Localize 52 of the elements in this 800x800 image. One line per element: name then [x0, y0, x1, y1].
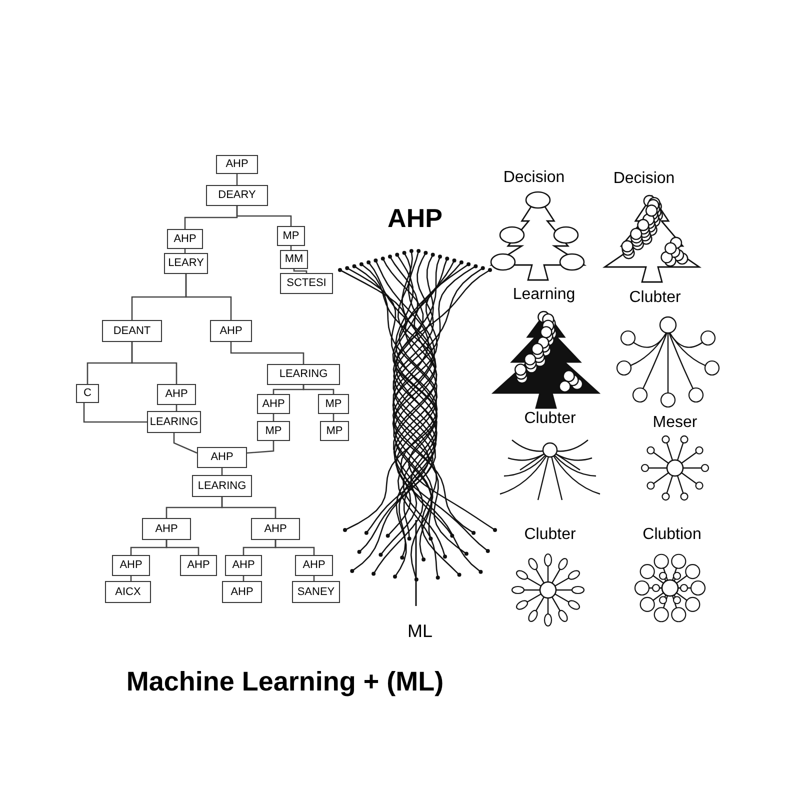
connector-line — [131, 342, 178, 384]
label-box: AHP — [210, 320, 252, 342]
label-box: LEARING — [267, 364, 340, 385]
connector-line — [230, 342, 304, 364]
label-box: DEARY — [206, 185, 268, 206]
label-box: LEARING — [147, 411, 201, 433]
connector-line — [185, 274, 232, 320]
connector-line — [173, 433, 198, 454]
text-label: ML — [408, 622, 432, 640]
label-box: AHP — [216, 155, 258, 174]
label-box: AHP — [142, 518, 191, 540]
connector-line — [236, 174, 238, 185]
label-box: AHP — [112, 555, 150, 576]
connector-line — [274, 540, 315, 555]
connector-line — [302, 385, 334, 394]
label-box: AHP — [257, 394, 290, 414]
label-box: SANEY — [292, 581, 340, 603]
connector-line — [293, 269, 308, 273]
label-box: AHP — [167, 229, 203, 249]
text-label: AHP — [388, 205, 442, 231]
text-label: Learning — [512, 287, 576, 303]
text-label: Clubtion — [642, 527, 702, 543]
label-box: C — [76, 384, 99, 403]
connector-line — [246, 441, 274, 454]
label-box: SCTESI — [280, 273, 333, 294]
label-box: AHP — [295, 555, 333, 576]
connector-line — [166, 540, 200, 555]
text-label: Decision — [613, 171, 675, 187]
label-box: AHP — [222, 581, 262, 603]
label-box: DEANT — [102, 320, 162, 342]
label-box: AHP — [225, 555, 262, 576]
connector-line — [83, 403, 147, 423]
label-box: AHP — [180, 555, 217, 576]
label-box: LEARING — [192, 475, 252, 497]
label-box: AICX — [105, 581, 151, 603]
label-box: MM — [280, 250, 308, 269]
connector-line — [221, 497, 276, 518]
label-box: MP — [257, 421, 290, 441]
label-box: MP — [277, 226, 305, 246]
label-box: MP — [318, 394, 349, 414]
label-box: AHP — [157, 384, 196, 405]
text-label: Decision — [503, 170, 565, 186]
label-box: MP — [320, 421, 349, 441]
text-label: Meser — [652, 415, 698, 431]
text-label: Clubter — [524, 527, 576, 543]
label-box: AHP — [251, 518, 300, 540]
caption: Machine Learning + (ML) — [126, 668, 444, 696]
label-box: AHP — [197, 447, 247, 468]
text-label: Clubter — [524, 411, 576, 427]
connector-line — [236, 206, 292, 226]
label-box: LEARY — [164, 253, 208, 274]
text-label: Clubter — [629, 290, 681, 306]
